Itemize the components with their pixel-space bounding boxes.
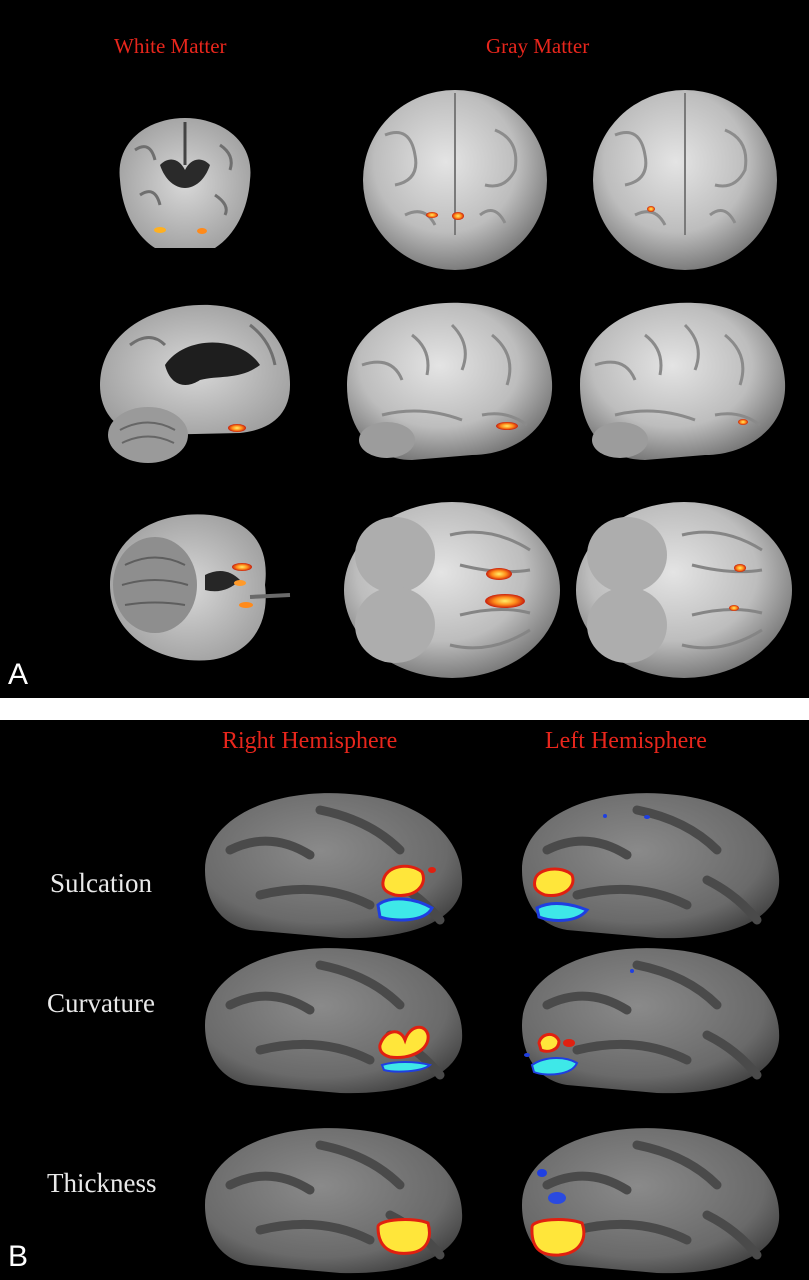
- surface-right-thickness-image: [205, 1128, 463, 1274]
- inferior-render-1-image: [344, 502, 560, 678]
- row-label-thickness: Thickness: [47, 1168, 157, 1198]
- header-gray-matter: Gray Matter: [486, 34, 590, 58]
- panel-b: Right Hemisphere Left Hemisphere Sulcati…: [0, 720, 809, 1280]
- row-label-sulcation: Sulcation: [50, 868, 152, 898]
- panel-a: White Matter Gray Matter: [0, 0, 809, 698]
- frontal-render-2-image: [593, 90, 777, 270]
- surface-right-sulcation-image: [205, 793, 463, 939]
- panel-label-a: A: [8, 658, 29, 691]
- row-label-curvature: Curvature: [47, 988, 155, 1018]
- surface-left-curvature-image: [522, 948, 780, 1094]
- header-white-matter: White Matter: [114, 34, 227, 58]
- surface-right-curvature-image: [205, 948, 463, 1094]
- header-left-hemisphere: Left Hemisphere: [545, 728, 707, 754]
- inferior-render-2-image: [576, 502, 792, 678]
- surface-left-thickness-image: [522, 1128, 780, 1274]
- panel-label-b: B: [8, 1240, 29, 1273]
- lateral-render-1-image: [347, 302, 553, 460]
- coronal-slice-image: [119, 118, 251, 248]
- sagittal-slice-image: [100, 304, 290, 463]
- header-right-hemisphere: Right Hemisphere: [222, 728, 398, 754]
- lateral-render-2-image: [580, 302, 786, 460]
- axial-slice-image: [110, 514, 291, 661]
- frontal-render-1-image: [363, 90, 547, 270]
- surface-left-sulcation-image: [522, 793, 780, 939]
